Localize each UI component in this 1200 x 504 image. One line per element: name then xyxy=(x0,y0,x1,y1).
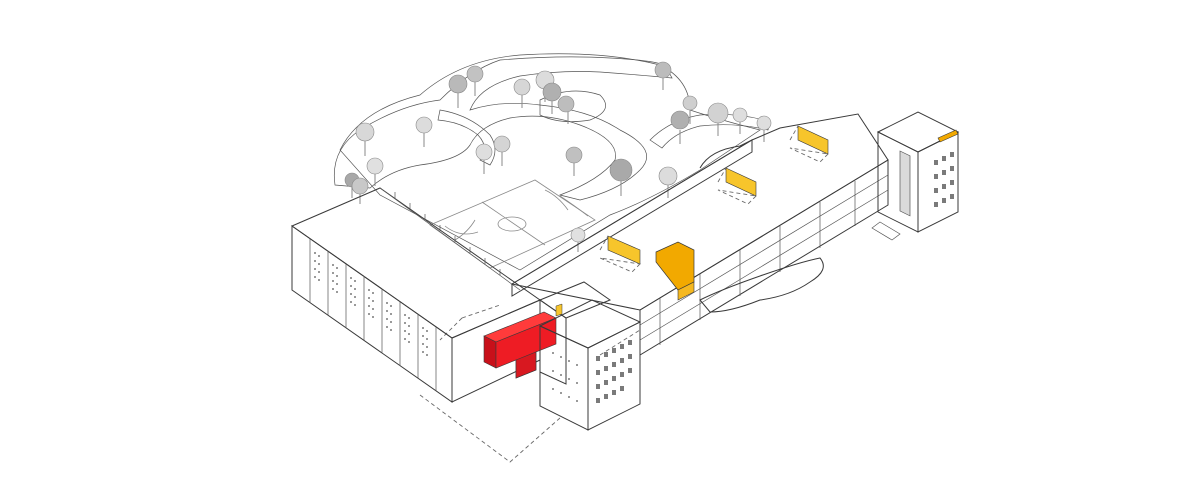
tree xyxy=(448,74,468,108)
tree xyxy=(355,122,375,156)
roof-railing xyxy=(394,192,501,275)
tree xyxy=(570,227,586,252)
trees xyxy=(344,61,772,252)
tree xyxy=(707,102,729,136)
tree xyxy=(493,135,511,166)
east-tower xyxy=(876,111,960,233)
tree xyxy=(513,78,531,108)
basketball-court xyxy=(429,179,596,269)
tree xyxy=(415,116,433,147)
tree xyxy=(557,95,575,124)
red-volume xyxy=(483,311,557,379)
yellow-door xyxy=(555,303,563,317)
south-tower-perforation xyxy=(552,352,578,402)
tower-yellow-marker xyxy=(937,129,959,143)
tree xyxy=(670,110,690,144)
west-wing xyxy=(290,187,542,403)
facade-panels xyxy=(309,239,437,391)
curved-canopy xyxy=(699,257,824,313)
site-boundary-dashed xyxy=(419,304,641,463)
yellow-skylights xyxy=(599,125,829,273)
garden-path-west xyxy=(437,109,496,166)
south-tower xyxy=(538,299,642,431)
floor-slabs xyxy=(639,174,889,345)
tree xyxy=(682,95,698,124)
tree xyxy=(732,107,748,134)
tree xyxy=(756,115,772,142)
facade-perforation xyxy=(314,252,428,356)
tree xyxy=(658,166,678,198)
east-ground-plate xyxy=(871,221,901,241)
landscape xyxy=(333,53,772,271)
tree xyxy=(366,157,384,186)
orange-core xyxy=(655,241,695,301)
tree xyxy=(609,158,633,196)
tree xyxy=(565,146,583,176)
tower-windows xyxy=(934,152,954,207)
tree xyxy=(466,65,484,96)
garden-path-ring xyxy=(539,90,606,122)
central-wing xyxy=(510,113,889,356)
tree xyxy=(351,177,369,204)
tree xyxy=(475,143,493,174)
tree xyxy=(542,82,562,114)
garden-path xyxy=(333,56,673,201)
south-tower-windows xyxy=(596,340,632,403)
tree xyxy=(654,61,672,90)
